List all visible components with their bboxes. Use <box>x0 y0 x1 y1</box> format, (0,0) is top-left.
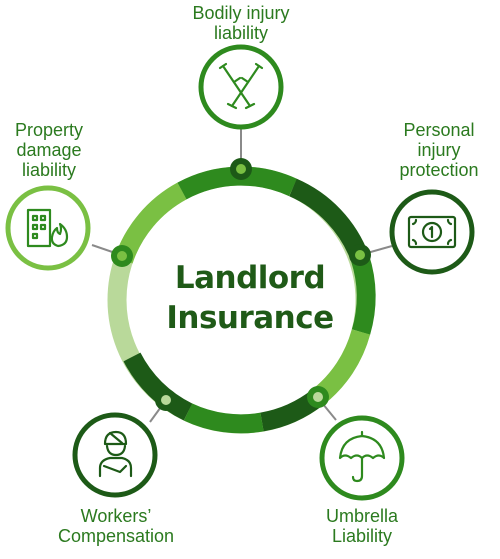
label-workers-line2: Compensation <box>57 526 175 546</box>
label-property: Property damage liability <box>4 120 94 180</box>
label-property-line1: Property <box>14 120 84 140</box>
ring-dot-workers <box>155 389 177 411</box>
injured-worker-icon <box>98 430 133 478</box>
label-personal: Personal injury protection <box>386 120 492 180</box>
node-personal <box>389 189 475 275</box>
label-property-line3: liability <box>21 160 77 180</box>
crutches-icon <box>218 62 264 110</box>
label-bodily: Bodily injury liability <box>168 3 314 43</box>
building-fire-icon <box>26 208 69 248</box>
label-umbrella-line2: Liability <box>331 526 393 546</box>
ring-dot-umbrella <box>307 386 329 408</box>
banknote-icon <box>407 215 457 249</box>
label-workers: Workers’ Compensation <box>46 506 186 546</box>
node-workers <box>72 412 158 498</box>
label-property-line2: damage <box>16 140 82 160</box>
ring-dots <box>111 158 371 411</box>
ring-dot-bodily <box>230 158 252 180</box>
label-personal-line3: protection <box>399 160 479 180</box>
label-bodily-line2: liability <box>213 23 269 43</box>
label-personal-line1: Personal <box>403 120 475 140</box>
umbrella-icon <box>338 430 386 483</box>
label-umbrella: Umbrella Liability <box>312 506 412 546</box>
ring-dot-personal <box>349 244 371 266</box>
ring-dot-property <box>111 245 133 267</box>
node-property <box>5 185 91 271</box>
label-personal-line2: injury <box>417 140 461 160</box>
node-umbrella <box>319 415 405 501</box>
label-workers-line1: Workers’ <box>80 506 152 526</box>
center-title-line1: Landlord <box>174 260 326 296</box>
center-title: Landlord Insurance <box>130 258 370 338</box>
node-bodily <box>198 44 284 130</box>
center-title-line2: Insurance <box>166 300 334 336</box>
label-bodily-line1: Bodily injury <box>192 3 290 23</box>
label-umbrella-line1: Umbrella <box>325 506 399 526</box>
